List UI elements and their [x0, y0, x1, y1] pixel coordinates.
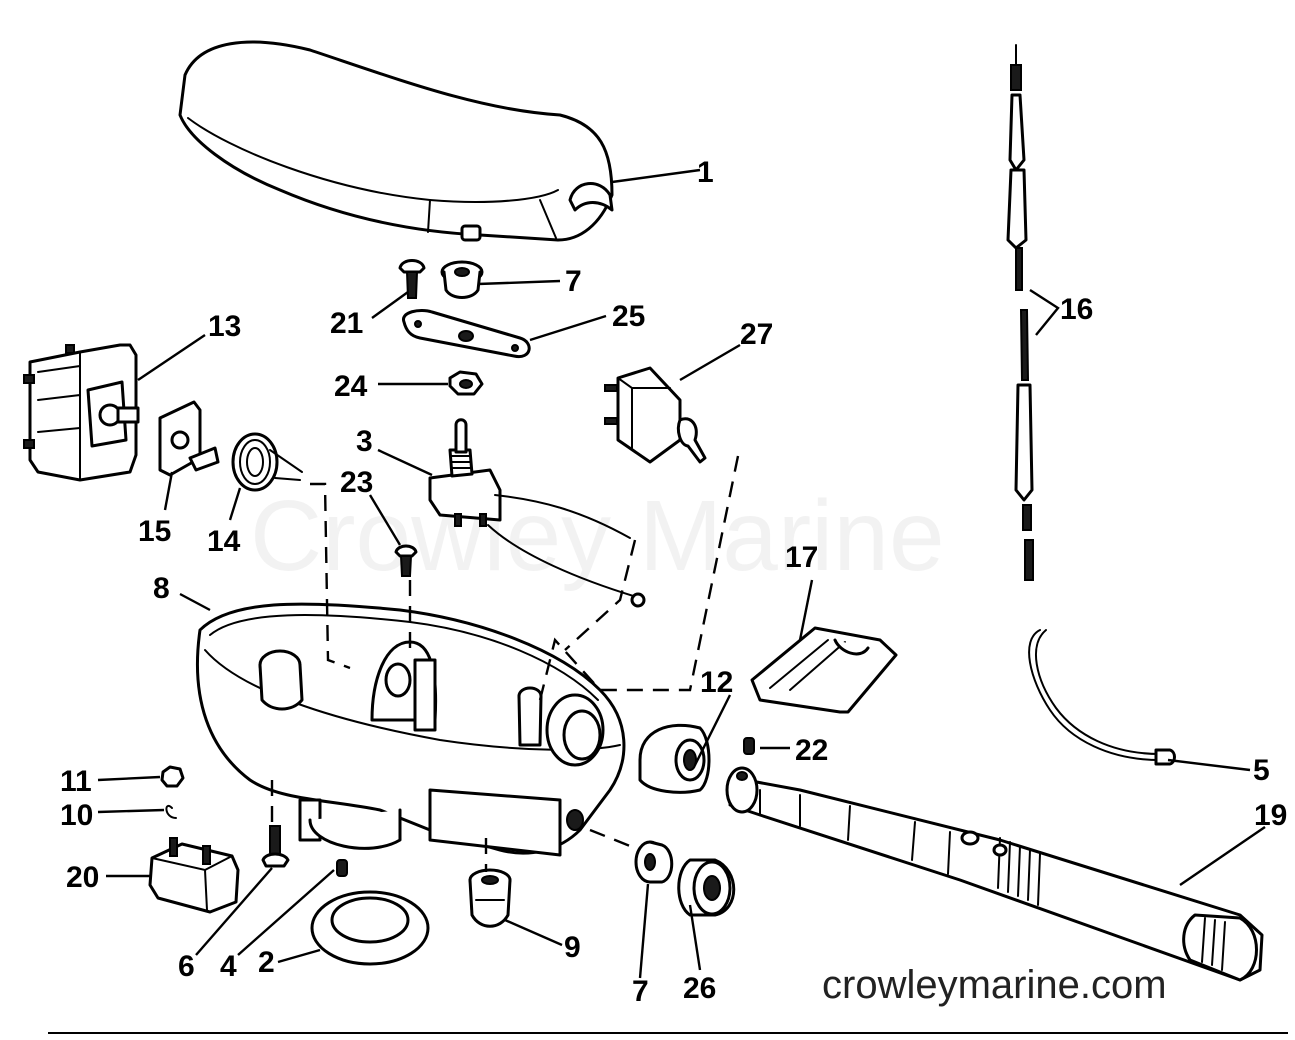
- part-15-bracket: [158, 400, 220, 477]
- callout-10: 10: [60, 799, 93, 832]
- part-19-shaft: [725, 766, 1264, 982]
- part-22-set-screw: [743, 737, 755, 755]
- part-16-wire-harness: [1006, 44, 1034, 581]
- callout-12: 12: [700, 666, 733, 699]
- part-17-clip: [750, 626, 898, 714]
- part-24-nut: [448, 370, 484, 396]
- callout-27: 27: [740, 318, 773, 351]
- callout-11: 11: [60, 765, 92, 798]
- callout-25: 25: [612, 300, 645, 333]
- callout-8: 8: [153, 572, 170, 605]
- part-13-relay: [23, 343, 140, 482]
- part-26-bearing: [677, 858, 736, 917]
- part-9-plug: [468, 868, 512, 928]
- part-4-pin: [336, 859, 348, 877]
- part-5-ground-wire: [1028, 629, 1176, 766]
- part-20-circuit-breaker: [148, 837, 240, 914]
- part-25-plate: [402, 308, 531, 359]
- part-27-rocker-switch: [604, 366, 707, 464]
- callouts: 1 7 21 25 24 3 27 13 15 14 23 8 16 17 12…: [60, 156, 1287, 1008]
- callout-21: 21: [330, 307, 363, 340]
- part-1-top-cover: [178, 40, 614, 242]
- part-2-ring: [310, 890, 430, 966]
- watermark: Crowley Marine: [250, 480, 945, 592]
- part-6-screw: [261, 825, 290, 868]
- callout-6: 6: [178, 950, 195, 983]
- callout-14: 14: [207, 525, 241, 558]
- callout-24: 24: [334, 370, 368, 403]
- callout-22: 22: [795, 734, 828, 767]
- assembly-lines: [270, 455, 740, 872]
- part-21-screw: [398, 259, 426, 299]
- callout-15: 15: [138, 515, 171, 548]
- callout-3: 3: [356, 425, 373, 458]
- callout-7-upper: 7: [565, 265, 582, 298]
- callout-19: 19: [1254, 799, 1287, 832]
- leader-lines: [97, 168, 1266, 979]
- callout-23: 23: [340, 466, 373, 499]
- website-text: crowleymarine.com: [822, 963, 1167, 1007]
- callout-16: 16: [1060, 293, 1093, 326]
- callout-1: 1: [697, 156, 714, 189]
- callout-9: 9: [564, 931, 581, 964]
- part-8-housing: [196, 602, 626, 857]
- part-14-spring: [231, 432, 303, 492]
- part-12-collar: [638, 723, 711, 794]
- part-11-nut: [160, 765, 185, 788]
- part-7-knob-upper: [440, 260, 484, 299]
- callout-2: 2: [258, 946, 275, 979]
- part-10-clip: [165, 805, 177, 819]
- callout-17: 17: [785, 541, 818, 574]
- part-3-toggle-switch: [428, 418, 646, 608]
- part-23-screw: [394, 544, 418, 577]
- callout-26: 26: [683, 972, 716, 1005]
- callout-20: 20: [66, 861, 99, 894]
- callout-13: 13: [208, 310, 241, 343]
- callout-4: 4: [220, 950, 237, 983]
- callout-7-lower: 7: [632, 975, 649, 1008]
- callout-5: 5: [1253, 754, 1270, 787]
- part-7-bushing-lower: [634, 840, 674, 884]
